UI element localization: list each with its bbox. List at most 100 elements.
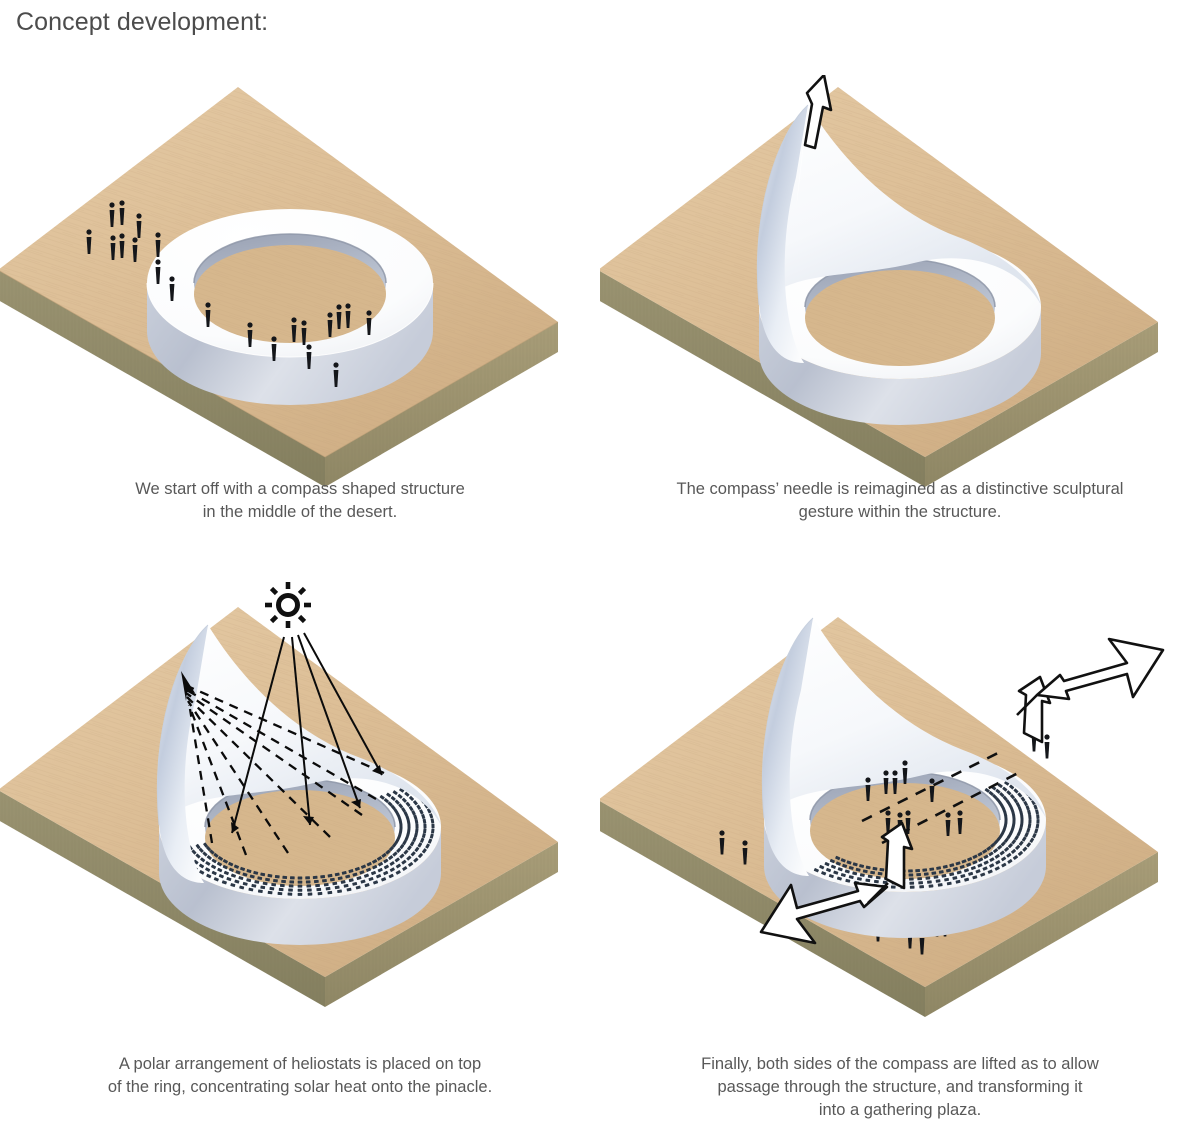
heliostat-panel-icon [366,861,372,867]
heliostat-panel-icon [995,797,1001,803]
heliostat-panel-icon [955,861,961,866]
heliostat-panel-icon [1015,844,1021,850]
heliostat-panel-icon [425,843,430,849]
heliostat-panel-icon [206,846,211,852]
heliostat-panel-icon [975,869,981,874]
heliostat-panel-icon [1022,846,1028,852]
arrow-diagonal-icon [1035,637,1165,701]
heliostat-panel-icon [942,864,948,869]
heliostat-panel-icon [271,882,277,887]
heliostat-panel-icon [260,872,266,877]
heliostat-panel-icon [1024,832,1029,838]
passage-line [861,748,1005,823]
heliostat-panel-icon [370,870,377,876]
spire-front-face [762,618,813,876]
heliostat-panel-icon [390,796,396,801]
ring-inner-floor-grain [805,270,995,366]
heliostat-panel-icon [826,867,832,873]
heliostat-panel-icon [221,880,227,885]
heliostat-panel-icon [835,861,841,866]
heliostat-panel-icon [405,801,411,807]
heliostat-panel-icon [313,879,319,884]
heliostat-panel-icon [273,878,278,883]
heliostat-panel-icon [997,783,1003,788]
heliostat-panel-icon [1003,811,1008,817]
heliostat-panel-icon [946,868,951,873]
heliostat-panel-icon [421,833,426,839]
heliostat-panel-icon [376,856,383,861]
heliostat-panel-icon [297,892,303,896]
heliostat-panel-icon [427,838,433,844]
panel-compass-shaped-structure: We start off with a compass shaped struc… [0,75,600,605]
spire-front-face [757,105,808,363]
ring-inner-floor-grain [194,245,386,343]
heliostat-panel-icon [334,872,340,877]
heliostat-panel-icon [1019,822,1024,828]
heliostat-panel-icon [379,795,385,800]
heliostat-panel-icon [222,864,228,870]
heliostat-panel-icon [287,892,293,896]
heliostat-panel-icon [1002,786,1008,792]
slab-edge-left-grain [0,271,325,487]
heliostat-panel-icon [352,881,358,886]
heliostat-panel-icon [403,849,409,855]
person-figure-icon [892,770,898,794]
heliostat-panel-icon [325,886,331,891]
spire-sweep-surface [757,105,1041,305]
heliostat-panel-icon [373,880,379,885]
heliostat-panel-icon [383,798,389,804]
heliostat-panel-icon [282,875,288,880]
heliostat-panel-icon [238,876,244,881]
heliostat-panel-icon [855,867,861,872]
panel-1-caption: We start off with a compass shaped struc… [0,478,600,524]
heliostat-panel-icon [228,867,234,872]
heliostat-panel-icon [830,864,836,869]
heliostat-panel-icon [401,807,406,813]
heliostat-panel-icon [191,849,197,855]
heliostat-panel-icon [226,876,232,882]
heliostat-panel-icon [399,823,403,829]
person-figure-icon [132,237,138,262]
heliostat-panel-icon [337,889,342,894]
heliostat-panel-icon [982,866,988,871]
heliostat-panel-icon [269,886,275,891]
heliostat-panel-icon [1027,809,1031,815]
heliostat-panel-icon [1007,859,1013,864]
heliostat-panel-icon [872,866,878,871]
heliostat-panel-icon [1004,818,1008,824]
heliostat-panel-icon [1035,809,1039,815]
heliostat-panel-icon [949,863,955,868]
heliostat-panel-icon [999,850,1005,856]
heliostat-panel-icon [392,790,398,795]
reflected-ray-arrowhead [181,671,195,701]
heliostat-panel-icon [852,871,858,876]
heliostat-panel-icon [824,861,830,867]
heliostat-panel-icon [1008,803,1013,809]
ring-outer-wall [147,283,433,405]
heliostat-panel-icon [865,865,871,870]
heliostat-panel-icon [848,875,854,879]
heliostat-panel-icon [968,871,974,876]
heliostat-panel-icon [412,836,417,842]
heliostat-panel-icon [297,876,303,880]
heliostat-panel-icon [372,864,378,870]
heliostat-panel-icon [404,791,410,797]
heliostat-panel-icon [909,885,915,889]
heliostat-panel-icon [995,860,1001,865]
heliostat-panel-icon [246,878,252,883]
heliostat-panel-icon [407,823,411,829]
ring-outer-wall [759,307,1041,425]
heliostat-panel-icon [409,795,414,801]
heliostat-panel-icon [230,873,237,878]
diagram-panel-4 [600,617,1165,1017]
heliostat-panel-icon [423,828,427,834]
heliostat-panel-icon [251,883,257,888]
person-figure-icon [247,322,253,347]
heliostat-panel-icon [952,876,958,880]
heliostat-panel-icon [919,885,925,889]
heliostat-panel-icon [322,878,327,883]
person-figure-icon [291,317,297,342]
heliostat-panel-icon [1013,788,1019,794]
heliostat-panel-icon [377,861,384,867]
heliostat-panel-icon [306,884,312,888]
